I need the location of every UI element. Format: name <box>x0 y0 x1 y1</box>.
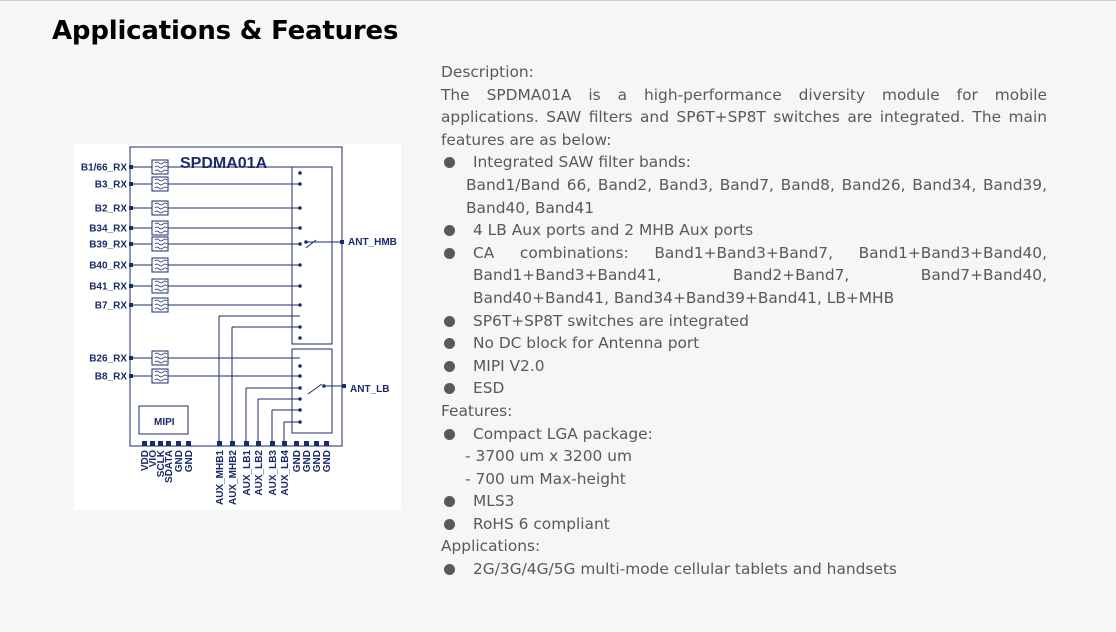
pin-label: AUX_LB1 <box>242 450 253 496</box>
bullet-icon <box>444 360 455 372</box>
block-diagram-svg: SPDMA01A MIPI ANT_HMB ANT_LB B1/66_RX B3_… <box>81 146 397 505</box>
bullet-icon <box>444 428 455 440</box>
block-diagram: SPDMA01A MIPI ANT_HMB ANT_LB B1/66_RX B3_… <box>74 144 401 510</box>
rx-port-label: B39_RX <box>89 240 127 251</box>
rx-port-label: B34_RX <box>89 224 127 235</box>
list-item: RoHS 6 compliant <box>441 513 1047 536</box>
list-item: SP6T+SP8T switches are integrated <box>441 310 1047 333</box>
list-item: MLS3 <box>441 490 1047 513</box>
text-column: Description: The SPDMA01A is a high-perf… <box>441 61 1047 581</box>
pin-label: AUX_LB2 <box>254 450 265 496</box>
switch-lb <box>291 348 333 434</box>
top-border <box>0 0 1116 1</box>
bullet-icon <box>444 225 455 237</box>
band-list: Band1/Band 66, Band2, Band3, Band7, Band… <box>466 175 1047 217</box>
pin-label: AUX_LB4 <box>280 450 291 496</box>
lb-port-label: B8_RX <box>95 372 128 383</box>
rx-port-label: B40_RX <box>89 261 127 272</box>
pin-label: GND <box>302 450 313 472</box>
lb-port-label: B26_RX <box>89 354 127 365</box>
pin-label: AUX_LB3 <box>268 450 279 496</box>
pin-label: GND <box>292 450 303 472</box>
pin-label: AUX_MHB1 <box>215 450 226 505</box>
pin-label: GND <box>174 450 185 472</box>
pin-label: GND <box>322 450 333 472</box>
page-title: Applications & Features <box>52 16 399 46</box>
saw-filter-icon <box>151 368 169 384</box>
package-height: - 700 um Max-height <box>465 469 626 488</box>
bullet-icon <box>444 518 455 530</box>
package-size: - 3700 um x 3200 um <box>465 447 632 466</box>
saw-filter-icon <box>151 236 169 252</box>
saw-filter-icon <box>151 278 169 294</box>
module-outline <box>129 146 343 447</box>
rx-port-label: B41_RX <box>89 282 127 293</box>
module-name: SPDMA01A <box>180 155 268 172</box>
applications-heading: Applications: <box>441 537 541 556</box>
bullet-icon <box>444 247 455 259</box>
saw-filter-icon <box>151 257 169 273</box>
list-item: MIPI V2.0 <box>441 355 1047 378</box>
bullet-icon <box>444 383 455 395</box>
bullet-icon <box>444 564 455 576</box>
saw-filter-icon <box>151 176 169 192</box>
bullet-icon <box>444 157 455 169</box>
pin-label: GND <box>184 450 195 472</box>
saw-filter-icon <box>151 220 169 236</box>
rx-port-label: B1/66_RX <box>81 163 127 174</box>
ant-hmb-label: ANT_HMB <box>348 237 397 248</box>
description-text: The SPDMA01A is a high-performance diver… <box>441 85 1047 149</box>
pin-label: SDATA <box>164 450 175 483</box>
list-item: Compact LGA package: <box>441 423 1047 446</box>
bullet-icon <box>444 338 455 350</box>
pin-label: SCLK <box>156 449 167 477</box>
mipi-label: MIPI <box>154 417 175 428</box>
description-heading: Description: <box>441 63 534 81</box>
pin-label: AUX_MHB2 <box>228 450 239 505</box>
pin-label: VIO <box>148 450 159 467</box>
list-item: 4 LB Aux ports and 2 MHB Aux ports <box>441 219 1047 242</box>
pin-label: GND <box>312 450 323 472</box>
saw-filter-icon <box>151 159 169 175</box>
saw-filter-icon <box>151 200 169 216</box>
list-item: CA combinations: Band1+Band3+Band7, Band… <box>441 242 1047 310</box>
bullet-icon <box>444 315 455 327</box>
features-heading: Features: <box>441 401 513 420</box>
saw-filter-icon <box>151 350 169 366</box>
rx-port-label: B7_RX <box>95 301 128 312</box>
pin-label: VDD <box>140 450 151 471</box>
rx-port-label: B3_RX <box>95 180 128 191</box>
list-item: 2G/3G/4G/5G multi-mode cellular tablets … <box>441 558 1047 581</box>
rx-port-label: B2_RX <box>95 204 128 215</box>
switch-hmb <box>291 166 333 345</box>
bullet-icon <box>444 496 455 508</box>
list-item: Integrated SAW filter bands: <box>441 151 1047 174</box>
ant-lb-label: ANT_LB <box>350 384 389 395</box>
mipi-block <box>138 405 189 435</box>
saw-filter-icon <box>151 297 169 313</box>
list-item: No DC block for Antenna port <box>441 332 1047 355</box>
list-item: ESD <box>441 377 1047 400</box>
